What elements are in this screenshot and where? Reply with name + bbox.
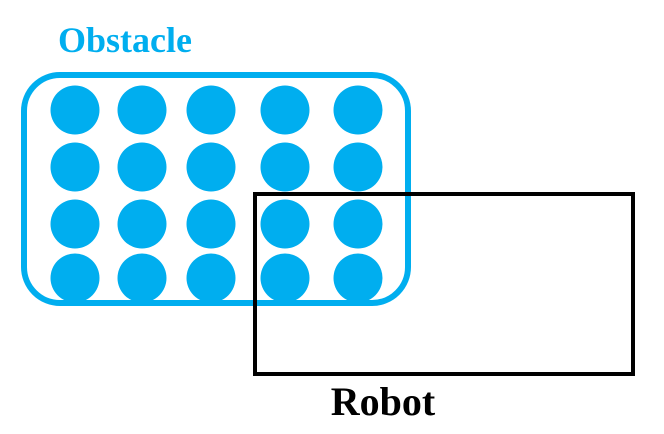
obstacle-dot	[260, 85, 310, 135]
obstacle-dot	[50, 142, 100, 192]
obstacle-dot	[50, 199, 100, 249]
obstacle-dot	[186, 253, 236, 303]
obstacle-dot	[186, 85, 236, 135]
obstacle-dot-grid	[50, 85, 383, 303]
obstacle-label: Obstacle	[58, 20, 192, 60]
obstacle-dot	[117, 85, 167, 135]
obstacle-dot	[186, 199, 236, 249]
obstacle-dot	[117, 253, 167, 303]
obstacle-dot	[117, 199, 167, 249]
obstacle-dot	[333, 253, 383, 303]
obstacle-dot	[333, 199, 383, 249]
obstacle-dot	[260, 199, 310, 249]
obstacle-boundary	[21, 72, 411, 306]
obstacle-dot	[333, 142, 383, 192]
obstacle-dot	[117, 142, 167, 192]
robot-label: Robot	[331, 379, 436, 424]
obstacle-dot	[50, 85, 100, 135]
obstacle-dot	[50, 253, 100, 303]
robot-boundary	[253, 192, 635, 376]
obstacle-dot	[260, 253, 310, 303]
obstacle-dot	[333, 85, 383, 135]
obstacle-dot	[186, 142, 236, 192]
obstacle-dot	[260, 142, 310, 192]
